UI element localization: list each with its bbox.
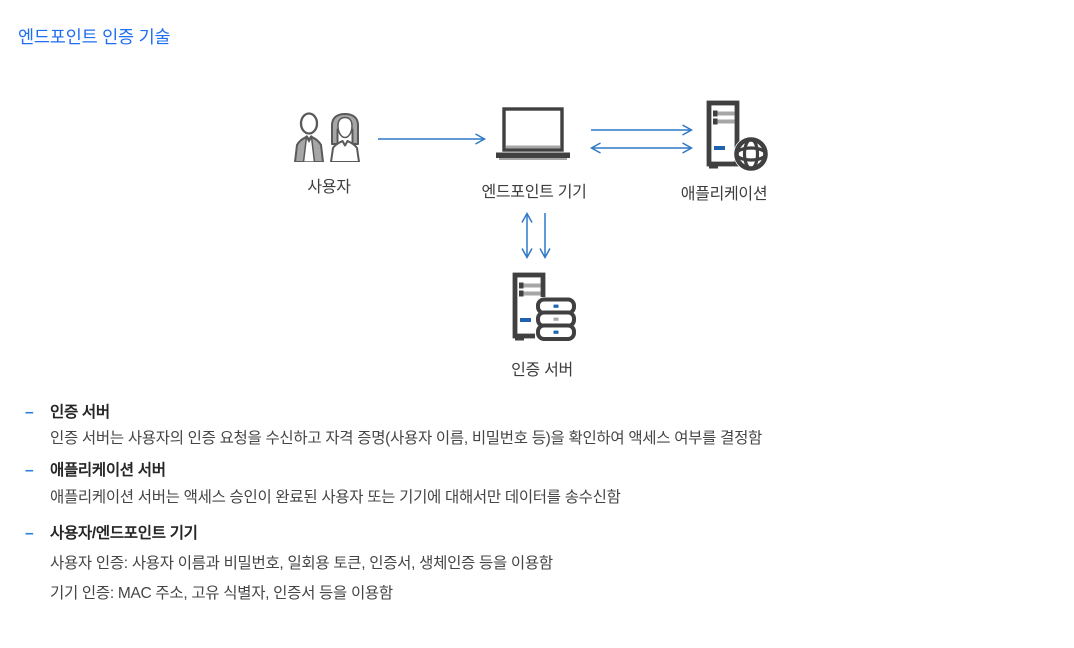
laptop-icon (496, 107, 570, 160)
users-icon (294, 112, 360, 162)
bullet-title-application-server: 애플리케이션 서버 (50, 462, 166, 479)
bullet-desc: 기기 인증: MAC 주소, 고유 식별자, 인증서 등을 이용함 (50, 585, 393, 602)
bullet-desc: 인증 서버는 사용자의 인증 요청을 수신하고 자격 증명(사용자 이름, 비밀… (50, 430, 762, 447)
bullet-desc: 사용자 인증: 사용자 이름과 비밀번호, 일회용 토큰, 인증서, 생체인증 … (50, 555, 553, 572)
arrow-endpoint-to-authserver (539, 213, 551, 260)
bullet-title-user-endpoint-device: 사용자/엔드포인트 기기 (50, 525, 198, 542)
arrow-application-endpoint-bidirectional (589, 142, 694, 154)
auth-server-label: 인증 서버 (511, 362, 573, 379)
server-database-icon (512, 272, 577, 343)
arrow-endpoint-to-application (591, 124, 694, 136)
endpoint-device-label: 엔드포인트 기기 (481, 184, 587, 201)
application-label: 애플리케이션 (680, 186, 768, 203)
users-label: 사용자 (307, 179, 351, 196)
bullet-marker-icon: – (25, 462, 34, 479)
arrow-endpoint-authserver-bidirectional (521, 211, 533, 260)
bullet-desc: 애플리케이션 서버는 액세스 승인이 완료된 사용자 또는 기기에 대해서만 데… (50, 489, 621, 506)
bullet-title-auth-server: 인증 서버 (50, 404, 110, 421)
arrow-user-to-endpoint (378, 133, 487, 145)
bullet-marker-icon: – (25, 404, 34, 421)
bullet-marker-icon: – (25, 525, 34, 542)
page-title: 엔드포인트 인증 기술 (18, 27, 171, 47)
server-globe-icon (706, 100, 769, 172)
